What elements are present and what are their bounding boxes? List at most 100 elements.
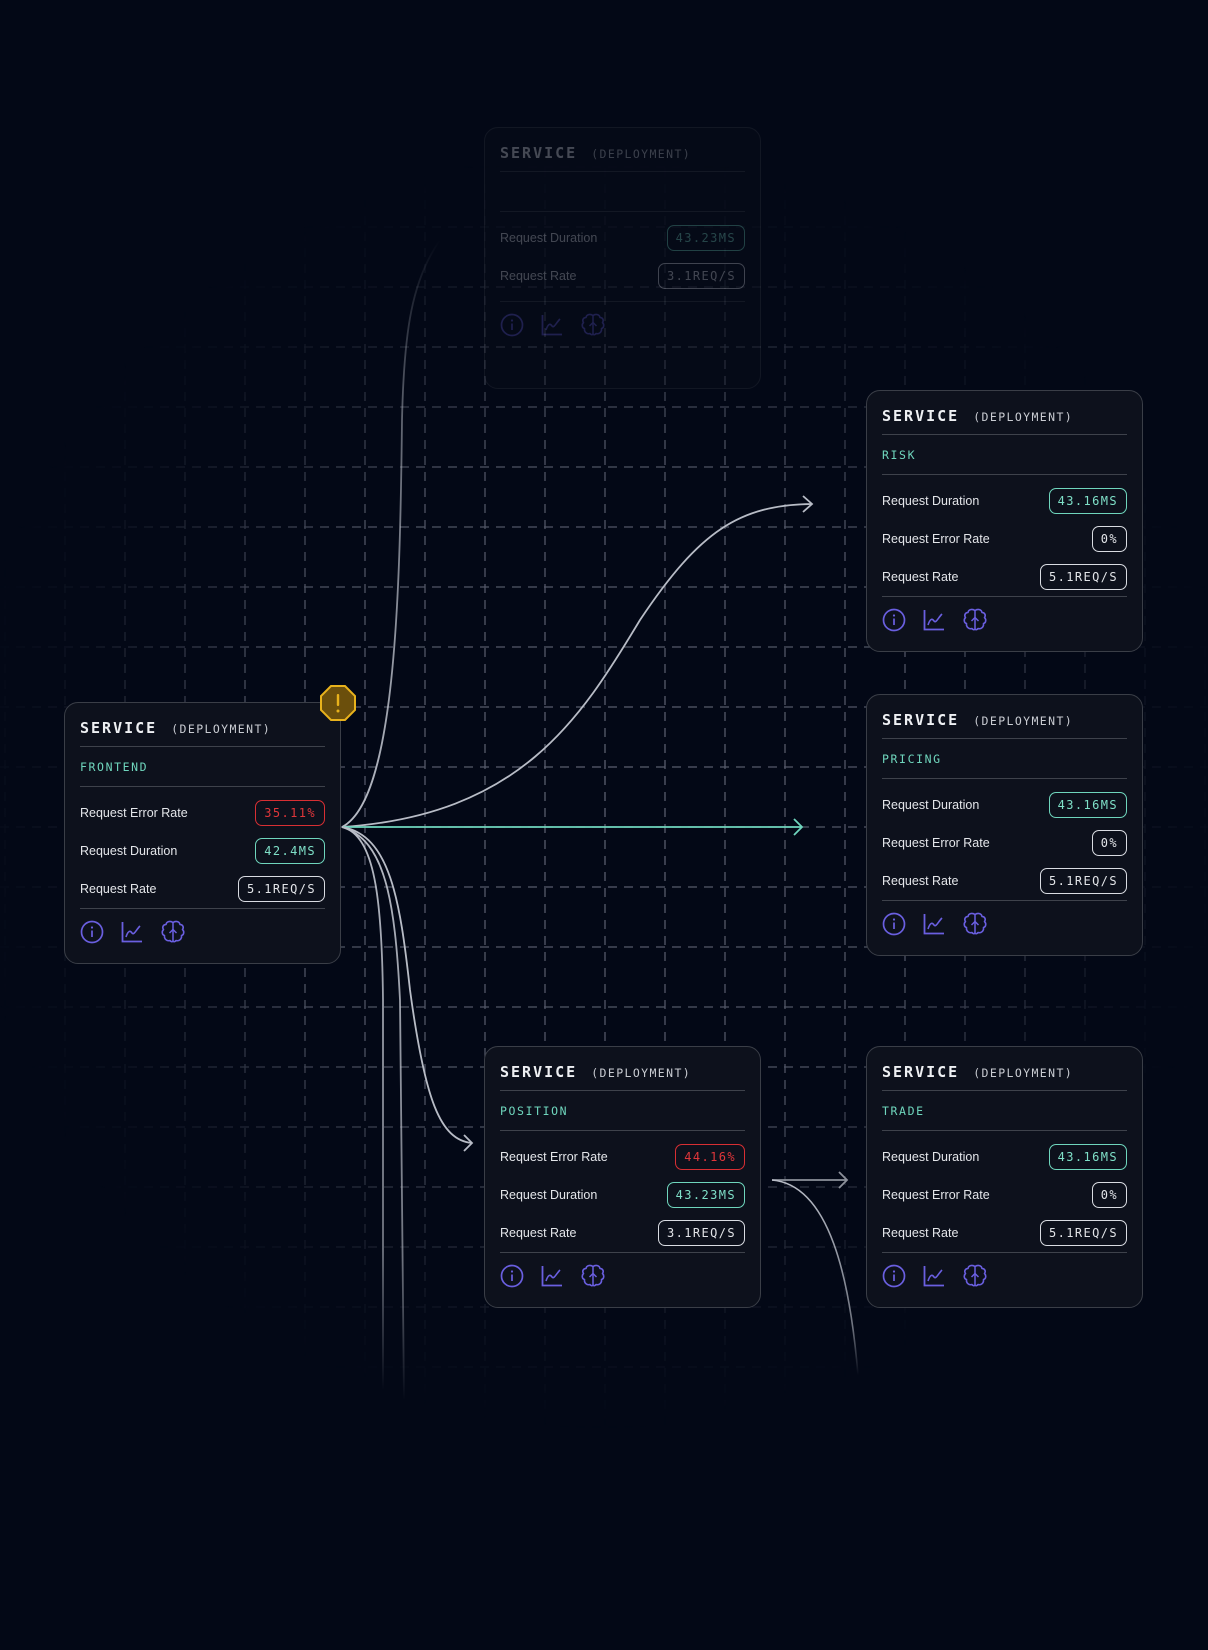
card-header: SERVICE (DEPLOYMENT) — [500, 1047, 745, 1091]
metric-row: Request Duration 42.4MS — [80, 832, 325, 870]
info-icon[interactable] — [882, 1264, 906, 1288]
metric-value-badge: 42.4MS — [255, 838, 325, 864]
metric-label: Request Rate — [882, 570, 959, 584]
metric-row: Request Duration 43.23MS — [500, 1176, 745, 1214]
info-icon[interactable] — [500, 1264, 524, 1288]
metric-label: Request Rate — [882, 874, 959, 888]
service-name — [500, 172, 745, 212]
edge-position-down[interactable] — [771, 1179, 859, 1376]
card-actions — [882, 597, 1127, 643]
metric-value-badge: 5.1REQ/S — [1040, 868, 1127, 894]
metric-label: Request Duration — [500, 231, 598, 245]
metric-label: Request Duration — [882, 798, 980, 812]
metric-row: Request Rate 5.1REQ/S — [882, 558, 1127, 596]
card-title: SERVICE — [882, 711, 960, 729]
metrics-chart-icon[interactable] — [922, 608, 946, 632]
metric-label: Request Duration — [80, 844, 178, 858]
metric-label: Request Duration — [500, 1188, 598, 1202]
card-actions — [882, 901, 1127, 947]
metric-value-badge: 3.1REQ/S — [658, 1220, 745, 1246]
info-icon[interactable] — [882, 912, 906, 936]
ai-brain-icon[interactable] — [160, 919, 186, 945]
metric-value-badge: 0% — [1091, 830, 1127, 856]
card-kind: (DEPLOYMENT) — [171, 722, 272, 736]
info-icon[interactable] — [500, 313, 524, 337]
metric-label: Request Error Rate — [882, 1188, 990, 1202]
metric-label: Request Error Rate — [500, 1150, 608, 1164]
service-name: PRICING — [882, 739, 1127, 779]
metric-value-badge: 43.23MS — [666, 1182, 745, 1208]
ai-brain-icon[interactable] — [962, 911, 988, 937]
metric-row: Request Duration 43.16MS — [882, 786, 1127, 824]
metric-label: Request Duration — [882, 494, 980, 508]
card-header: SERVICE (DEPLOYMENT) — [882, 391, 1127, 435]
card-title: SERVICE — [500, 1063, 578, 1081]
metric-value-badge: 43.16MS — [1048, 792, 1127, 818]
service-card-position[interactable]: SERVICE (DEPLOYMENT) POSITION Request Er… — [484, 1046, 761, 1308]
card-header: SERVICE (DEPLOYMENT) — [80, 703, 325, 747]
metric-value-badge: 3.1REQ/S — [658, 263, 745, 289]
metric-value-badge: 5.1REQ/S — [238, 876, 325, 902]
service-card-risk[interactable]: SERVICE (DEPLOYMENT) RISK Request Durati… — [866, 390, 1143, 652]
metrics-chart-icon[interactable] — [540, 1264, 564, 1288]
info-icon[interactable] — [882, 608, 906, 632]
metrics-chart-icon[interactable] — [120, 920, 144, 944]
card-kind: (DEPLOYMENT) — [591, 1066, 692, 1080]
metric-label: Request Duration — [882, 1150, 980, 1164]
ai-brain-icon[interactable] — [580, 1263, 606, 1289]
edge-frontend-down-2[interactable] — [341, 826, 405, 1401]
metric-row: Request Error Rate 0% — [882, 1176, 1127, 1214]
service-name: FRONTEND — [80, 747, 325, 787]
card-kind: (DEPLOYMENT) — [973, 1066, 1074, 1080]
card-title: SERVICE — [80, 719, 158, 737]
card-title: SERVICE — [882, 1063, 960, 1081]
ai-brain-icon[interactable] — [962, 607, 988, 633]
ai-brain-icon[interactable] — [580, 312, 606, 338]
warning-octagon-icon[interactable] — [319, 684, 357, 722]
card-actions — [500, 302, 745, 348]
metrics-list: Request Error Rate 35.11% Request Duration… — [80, 787, 325, 909]
metric-value-badge: 5.1REQ/S — [1040, 564, 1127, 590]
info-icon[interactable] — [80, 920, 104, 944]
metric-value-badge: 0% — [1091, 526, 1127, 552]
metric-value-badge: 35.11% — [255, 800, 325, 826]
card-actions — [882, 1253, 1127, 1299]
metric-row: Request Rate 5.1REQ/S — [882, 862, 1127, 900]
metric-row: Request Error Rate 0% — [882, 824, 1127, 862]
metrics-chart-icon[interactable] — [922, 912, 946, 936]
metric-value-badge: 0% — [1091, 1182, 1127, 1208]
metric-label: Request Error Rate — [80, 806, 188, 820]
metrics-chart-icon[interactable] — [922, 1264, 946, 1288]
card-actions — [80, 909, 325, 955]
service-card-frontend[interactable]: SERVICE (DEPLOYMENT) FRONTEND Request Er… — [64, 702, 341, 964]
arrowhead-position — [463, 1134, 474, 1152]
edge-frontend-to-risk[interactable] — [341, 503, 813, 828]
ai-brain-icon[interactable] — [962, 1263, 988, 1289]
metric-label: Request Rate — [882, 1226, 959, 1240]
metrics-chart-icon[interactable] — [540, 313, 564, 337]
edge-frontend-to-position[interactable] — [341, 826, 473, 1144]
metric-label: Request Error Rate — [882, 836, 990, 850]
arrowhead-risk — [802, 495, 814, 513]
card-title: SERVICE — [500, 144, 578, 162]
service-card-pricing[interactable]: SERVICE (DEPLOYMENT) PRICING Request Dur… — [866, 694, 1143, 956]
card-kind: (DEPLOYMENT) — [591, 147, 692, 161]
card-header: SERVICE (DEPLOYMENT) — [882, 1047, 1127, 1091]
edge-frontend-to-top[interactable] — [341, 239, 441, 828]
edge-frontend-down-1[interactable] — [341, 826, 384, 1390]
metrics-list: Request Duration 43.16MS Request Error Rat… — [882, 779, 1127, 901]
service-card-trade[interactable]: SERVICE (DEPLOYMENT) TRADE Request Durat… — [866, 1046, 1143, 1308]
service-name: POSITION — [500, 1091, 745, 1131]
